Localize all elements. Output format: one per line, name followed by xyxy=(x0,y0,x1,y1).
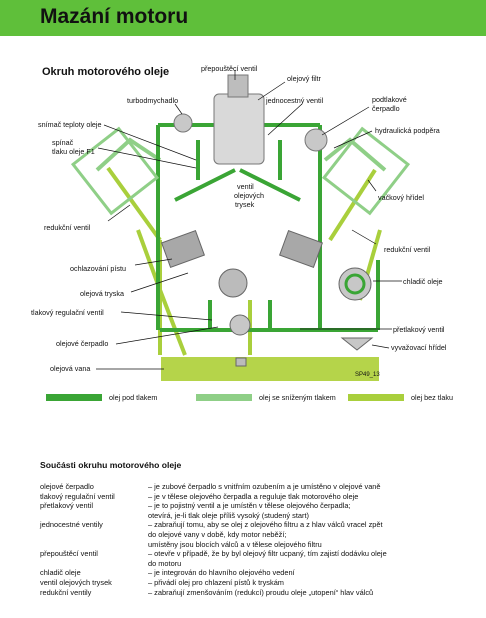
legend-label-no-pressure: olej bez tlaku xyxy=(411,393,453,402)
parts-title: Součásti okruhu motorového oleje xyxy=(40,460,182,470)
label-vacuum-pump-1: podtlakové xyxy=(372,95,407,104)
part-term xyxy=(40,530,148,540)
part-term: ventil olejových trysek xyxy=(40,577,112,587)
legend-label-pressure: olej pod tlakem xyxy=(109,393,158,402)
legend-item-reduced: olej se sníženým tlakem xyxy=(196,393,336,402)
part-definition: do olejové vany v době, kdy motor neběží… xyxy=(148,529,287,539)
label-oil-filter: olejový filtr xyxy=(287,74,322,83)
label-jet-valve-3: trysek xyxy=(235,200,255,209)
parts-row: otevírá, je-li tlak oleje příliš vysoký … xyxy=(40,511,460,521)
label-balance-shaft: vyvažovací hřídel xyxy=(391,343,447,352)
turbocharger xyxy=(173,113,193,133)
label-hydraulic-support: hydraulická podpěra xyxy=(375,126,440,135)
parts-row: jednocestné ventily – zabraňují tomu, aby… xyxy=(40,520,460,530)
label-pressure-switch-1: spínač xyxy=(52,138,74,147)
label-oil-pan: olejová vana xyxy=(50,364,90,373)
label-oil-pump: olejové čerpadlo xyxy=(56,339,108,348)
parts-row: přetlakový ventil – je to pojistný ventil… xyxy=(40,501,460,511)
parts-row: olejové čerpadlo – je zubové čerpadlo s v… xyxy=(40,482,460,492)
right-piston xyxy=(278,229,324,269)
oil-filter xyxy=(213,93,265,165)
part-term xyxy=(40,511,148,521)
label-vacuum-pump-2: čerpadlo xyxy=(372,104,400,113)
part-definition: – zabraňují zmenšováním (redukcí) proudu… xyxy=(148,587,374,597)
legend-item-no-pressure: olej bez tlaku xyxy=(348,393,453,402)
label-pressure-switch-2: tlaku oleje F1 xyxy=(52,147,95,156)
part-term xyxy=(40,559,148,569)
label-reduction-valve-right: redukční ventil xyxy=(384,245,431,254)
crankshaft xyxy=(218,268,248,298)
oil-strainer xyxy=(235,357,247,367)
balance-shaft xyxy=(340,337,374,351)
reduced-pressure-lines xyxy=(95,137,387,172)
part-term: olejové čerpadlo xyxy=(40,482,94,491)
legend-swatch-reduced xyxy=(196,394,252,401)
parts-row: do olejové vany v době, kdy motor neběží… xyxy=(40,530,460,540)
figure-code: SP49_13 xyxy=(355,372,380,378)
part-definition: – je v tělese olejového čerpadla a regul… xyxy=(148,491,359,501)
oil-pan xyxy=(161,357,379,381)
label-bypass-valve: přepouštěcí ventil xyxy=(201,64,258,73)
part-definition: do motoru xyxy=(148,558,182,568)
label-piston-cooling: ochlazování pístu xyxy=(70,264,126,273)
part-definition: – je integrován do hlavního olejového ve… xyxy=(148,568,295,578)
parts-row: do motoru xyxy=(40,559,460,569)
label-camshaft: vačkový hřídel xyxy=(378,193,424,202)
oil-cooler xyxy=(338,267,372,301)
parts-row: umístěny jsou blocích válců a v tělese o… xyxy=(40,540,460,550)
label-reduction-valve-left: redukční ventil xyxy=(44,223,91,232)
parts-list: olejové čerpadlo – je zubové čerpadlo s v… xyxy=(40,482,460,597)
part-definition: – je zubové čerpadlo s vnitřním ozubením… xyxy=(148,482,381,491)
label-oil-cooler: chladič oleje xyxy=(403,277,443,286)
pressure-lines xyxy=(156,123,380,332)
legend-swatch-no-pressure xyxy=(348,394,404,401)
parts-row: chladič oleje – je integrován do hlavního… xyxy=(40,568,460,578)
legend-item-pressure: olej pod tlakem xyxy=(46,393,157,402)
label-turbocharger: turbodmychadlo xyxy=(127,96,178,105)
part-term: tlakový regulační ventil xyxy=(40,491,115,501)
left-piston xyxy=(160,229,206,269)
part-term xyxy=(40,540,148,550)
oil-pump xyxy=(229,314,251,336)
legend-swatch-pressure xyxy=(46,394,102,401)
leader-lines xyxy=(96,70,402,370)
legend: olej pod tlakem olej se sníženým tlakem … xyxy=(0,393,486,409)
label-overpressure-valve: přetlakový ventil xyxy=(393,325,445,334)
label-oil-temp-sensor: snímač teploty oleje xyxy=(38,120,102,129)
parts-row: tlakový regulační ventil – je v tělese ol… xyxy=(40,492,460,502)
part-definition: – přivádí olej pro chlazení pístů k trys… xyxy=(148,577,284,587)
label-jet-valve-1: ventil xyxy=(237,182,254,191)
part-term: přepouštěcí ventil xyxy=(40,549,98,559)
title-bar: Mazání motoru xyxy=(0,0,486,36)
part-definition: otevírá, je-li tlak oleje příliš vysoký … xyxy=(148,510,310,520)
right-cylinder-head xyxy=(321,126,411,216)
left-cylinder-head xyxy=(70,126,160,216)
label-check-valve: jednocestný ventil xyxy=(265,96,324,105)
oil-circuit-diagram: přepouštěcí ventil olejový filtr turbodm… xyxy=(31,64,447,381)
label-jet-valve-2: olejových xyxy=(234,191,264,200)
vacuum-pump xyxy=(304,128,328,152)
label-pressure-regulator: tlakový regulační ventil xyxy=(31,308,104,317)
bypass-valve xyxy=(227,74,249,98)
part-definition: – je to pojistný ventil a je umístěn v t… xyxy=(148,501,351,511)
part-definition: – otevře v případě, že by byl olejový fi… xyxy=(148,549,387,559)
part-term: redukční ventily xyxy=(40,587,92,597)
part-definition: umístěny jsou blocích válců a v tělese o… xyxy=(148,539,322,549)
parts-row: ventil olejových trysek – přivádí olej pr… xyxy=(40,578,460,588)
page-title: Mazání motoru xyxy=(40,5,189,28)
part-term: přetlakový ventil xyxy=(40,501,93,511)
part-term: chladič oleje xyxy=(40,568,81,578)
part-term: jednocestné ventily xyxy=(40,520,103,530)
diagram-subtitle: Okruh motorového oleje xyxy=(42,66,170,78)
legend-label-reduced: olej se sníženým tlakem xyxy=(259,393,336,402)
part-definition: – zabraňují tomu, aby se olej z olejovéh… xyxy=(148,520,383,530)
parts-row: redukční ventily – zabraňují zmenšováním … xyxy=(40,588,460,598)
parts-row: přepouštěcí ventil – otevře v případě, že… xyxy=(40,549,460,559)
label-oil-jet: olejová tryska xyxy=(80,289,124,298)
